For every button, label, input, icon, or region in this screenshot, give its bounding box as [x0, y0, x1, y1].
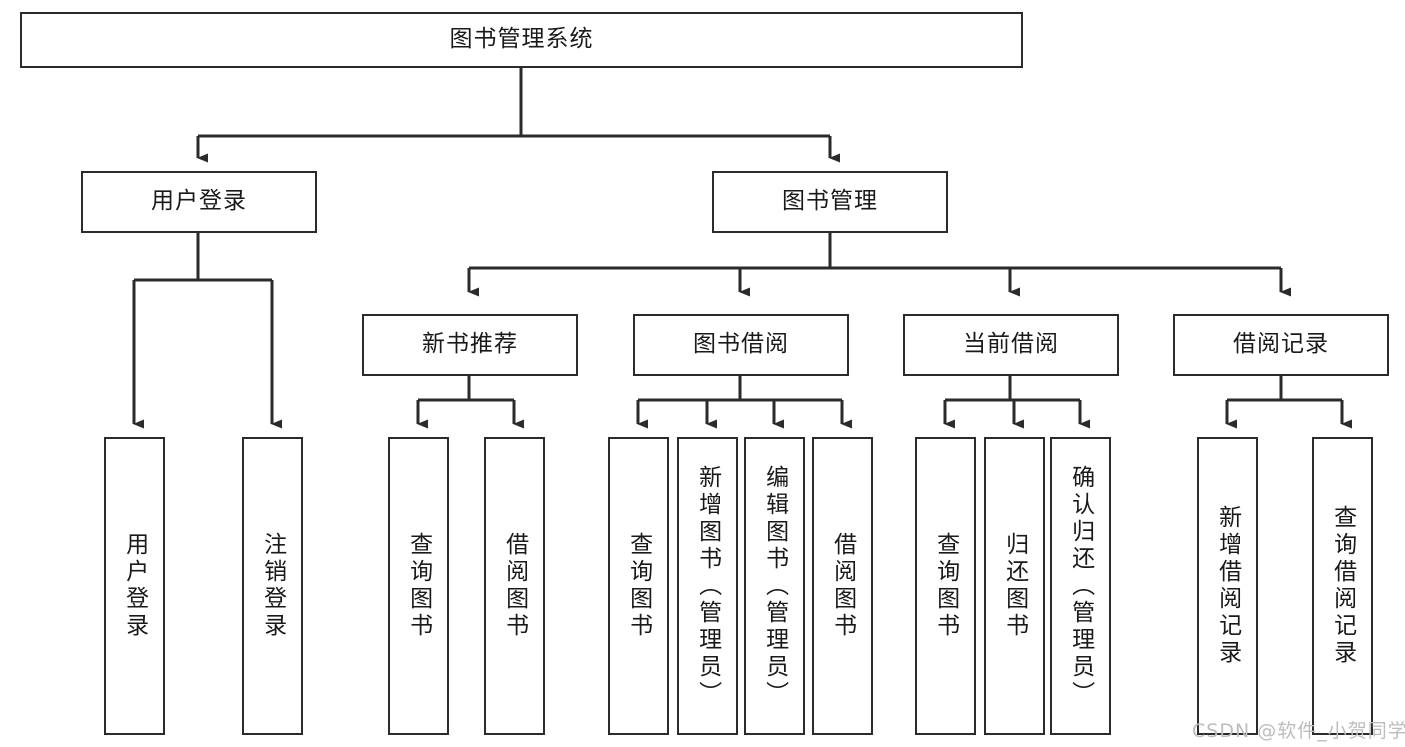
leaf-current-borrow-confirm-label: 确认归还（管理员） — [1067, 464, 1094, 708]
leaf-book-borrow-borrow[interactable]: 借阅图书 — [812, 437, 873, 735]
node-book-manage[interactable]: 图书管理 — [712, 171, 948, 233]
leaf-current-borrow-return-label: 归还图书 — [1001, 532, 1028, 640]
leaf-current-borrow-query-label: 查询图书 — [932, 532, 959, 640]
node-new-book-recommend-label: 新书推荐 — [422, 331, 518, 358]
node-current-borrow[interactable]: 当前借阅 — [903, 314, 1119, 376]
leaf-book-borrow-query[interactable]: 查询图书 — [608, 437, 669, 735]
node-book-manage-label: 图书管理 — [782, 188, 878, 215]
leaf-book-borrow-edit-label: 编辑图书（管理员） — [761, 464, 788, 708]
leaf-current-borrow-return[interactable]: 归还图书 — [984, 437, 1045, 735]
leaf-current-borrow-confirm[interactable]: 确认归还（管理员） — [1050, 437, 1111, 735]
leaf-new-book-borrow-label: 借阅图书 — [501, 532, 528, 640]
node-book-borrow[interactable]: 图书借阅 — [633, 314, 849, 376]
leaf-current-borrow-query[interactable]: 查询图书 — [915, 437, 976, 735]
leaf-borrow-record-query[interactable]: 查询借阅记录 — [1312, 437, 1373, 735]
leaf-new-book-query-label: 查询图书 — [405, 532, 432, 640]
node-book-borrow-label: 图书借阅 — [693, 331, 789, 358]
node-new-book-recommend[interactable]: 新书推荐 — [362, 314, 578, 376]
leaf-borrow-record-query-label: 查询借阅记录 — [1329, 505, 1356, 667]
node-root[interactable]: 图书管理系统 — [20, 12, 1023, 68]
node-borrow-record-label: 借阅记录 — [1233, 331, 1329, 358]
leaf-book-borrow-query-label: 查询图书 — [625, 532, 652, 640]
node-user-login[interactable]: 用户登录 — [81, 171, 317, 233]
leaf-book-borrow-borrow-label: 借阅图书 — [829, 532, 856, 640]
leaf-user-login-signin-label: 用户登录 — [121, 532, 148, 640]
leaf-book-borrow-add-label: 新增图书（管理员） — [694, 464, 721, 708]
leaf-book-borrow-edit[interactable]: 编辑图书（管理员） — [744, 437, 805, 735]
node-current-borrow-label: 当前借阅 — [963, 331, 1059, 358]
node-root-label: 图书管理系统 — [449, 26, 594, 53]
leaf-new-book-query[interactable]: 查询图书 — [388, 437, 449, 735]
node-user-login-label: 用户登录 — [151, 188, 247, 215]
leaf-borrow-record-add-label: 新增借阅记录 — [1214, 505, 1241, 667]
leaf-user-login-signout-label: 注销登录 — [259, 532, 286, 640]
leaf-new-book-borrow[interactable]: 借阅图书 — [484, 437, 545, 735]
leaf-user-login-signout[interactable]: 注销登录 — [242, 437, 303, 735]
leaf-user-login-signin[interactable]: 用户登录 — [104, 437, 165, 735]
leaf-borrow-record-add[interactable]: 新增借阅记录 — [1197, 437, 1258, 735]
node-borrow-record[interactable]: 借阅记录 — [1173, 314, 1389, 376]
leaf-book-borrow-add[interactable]: 新增图书（管理员） — [677, 437, 738, 735]
